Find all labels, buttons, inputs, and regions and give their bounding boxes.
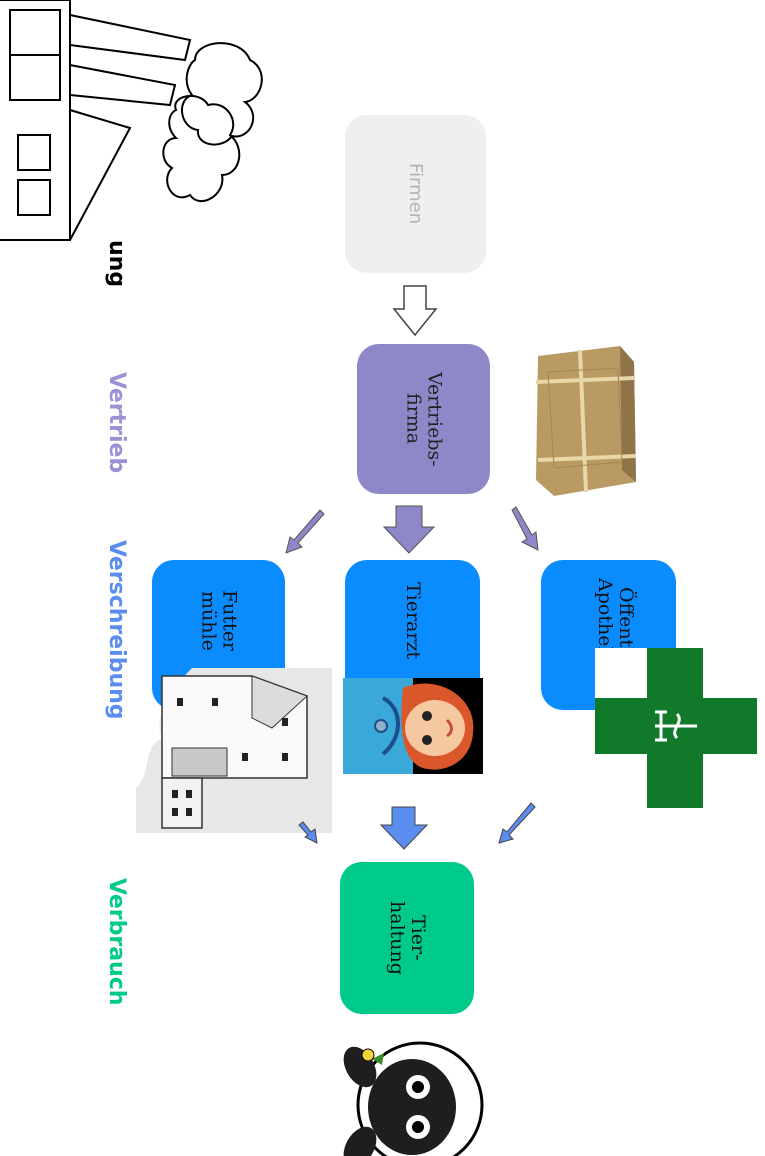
- arrow-companies-to-distributor: [392, 285, 438, 337]
- feed-mill-building-icon: [136, 668, 332, 833]
- parcel-icon: [535, 346, 637, 496]
- arrows-to-husbandry: [298, 802, 536, 850]
- stage-label-prescription: Verschreibung: [104, 540, 129, 720]
- husbandry-box: Tier- haltung: [340, 862, 474, 1014]
- veterinarian-icon: [343, 678, 483, 774]
- sheep-icon: [343, 1041, 484, 1156]
- stage-label-consumption: Verbrauch: [104, 878, 129, 1006]
- feed-mill-label: Futter mühle: [197, 590, 241, 652]
- companies-box: Firmen: [345, 115, 486, 273]
- veterinarian-label: Tierarzt: [402, 582, 424, 660]
- arrows-distributor-out: [285, 505, 539, 554]
- pharmacy-label: Öffentl. Apotheke: [594, 578, 637, 670]
- distributor-label: Vertriebs- firma: [402, 371, 446, 467]
- husbandry-label: Tier- haltung: [386, 901, 429, 975]
- factory-icon: [0, 0, 263, 241]
- pharmacy-cross-icon: [595, 648, 757, 808]
- distributor-box: Vertriebs- firma: [357, 344, 490, 494]
- stage-label-production: ung: [104, 240, 129, 288]
- stage-label-distribution: Vertrieb: [104, 372, 129, 474]
- companies-label: Firmen: [405, 163, 426, 225]
